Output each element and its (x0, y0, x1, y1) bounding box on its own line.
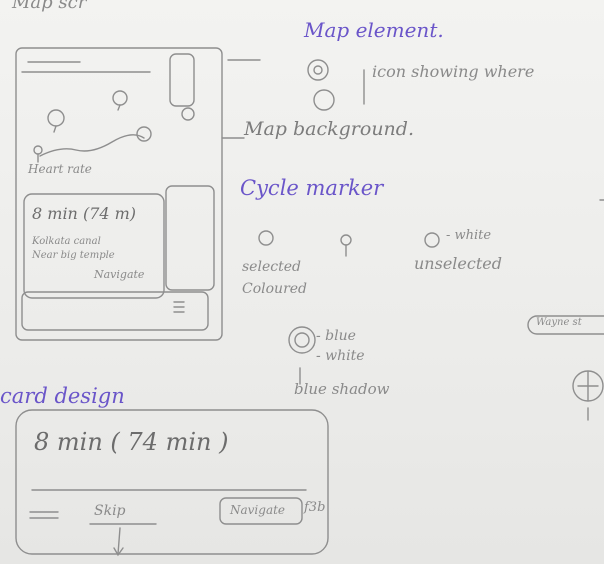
phone-strip-icon (181, 107, 195, 121)
phone-marker-1 (112, 90, 128, 106)
cycle-marker-current (288, 326, 316, 354)
phone-tabbar (21, 291, 209, 331)
heading-card-design: card design (0, 384, 125, 408)
phone-status-text: Heart rate (28, 162, 92, 176)
card-design-time: 8 min ( 74 min ) (34, 428, 229, 456)
card-navigate-button (219, 497, 303, 525)
label-blue-white: - blue - white (316, 328, 365, 364)
cycle-marker-pin (340, 234, 352, 246)
top-scribble: Map scr (12, 0, 87, 13)
phone-card-button: Navigate (94, 268, 145, 281)
card-design-navigate: Navigate (230, 503, 286, 517)
phone-card-side (165, 185, 215, 291)
label-selected-coloured: selected Coloured (242, 259, 308, 297)
card-design-frame (15, 409, 329, 555)
phone-card-line2: Near big temple (32, 250, 115, 261)
cycle-marker-selected (258, 230, 274, 246)
phone-card-time: 8 min (74 m) (32, 204, 137, 223)
card-down-arrow (117, 527, 121, 555)
map-element-icon-1 (307, 59, 329, 81)
map-background-heading: Map background. (244, 118, 414, 140)
phone-frame (15, 47, 223, 341)
phone-marker-2 (47, 109, 65, 127)
phone-route-line (39, 134, 145, 157)
map-element-note: icon showing where (372, 62, 535, 81)
phone-right-strip (169, 53, 195, 107)
map-element-icon-2 (313, 89, 335, 111)
right-globe (572, 370, 604, 402)
card-design-side-note: f3b (304, 500, 326, 515)
label-white: - white (446, 228, 492, 243)
label-right-pill: Wayne st (536, 317, 582, 328)
phone-card-line1: Kolkata canal (32, 236, 101, 247)
heading-map-element: Map element. (304, 18, 444, 42)
card-design-skip: Skip (94, 503, 126, 519)
phone-marker-3 (136, 126, 152, 142)
right-pill (527, 315, 604, 335)
label-blue-shadow: blue shadow (294, 380, 390, 398)
heading-cycle-marker: Cycle marker (240, 176, 384, 200)
phone-card (23, 193, 165, 299)
label-unselected: unselected (414, 254, 502, 273)
cycle-marker-unselected (424, 232, 440, 248)
phone-marker-4 (33, 145, 43, 155)
